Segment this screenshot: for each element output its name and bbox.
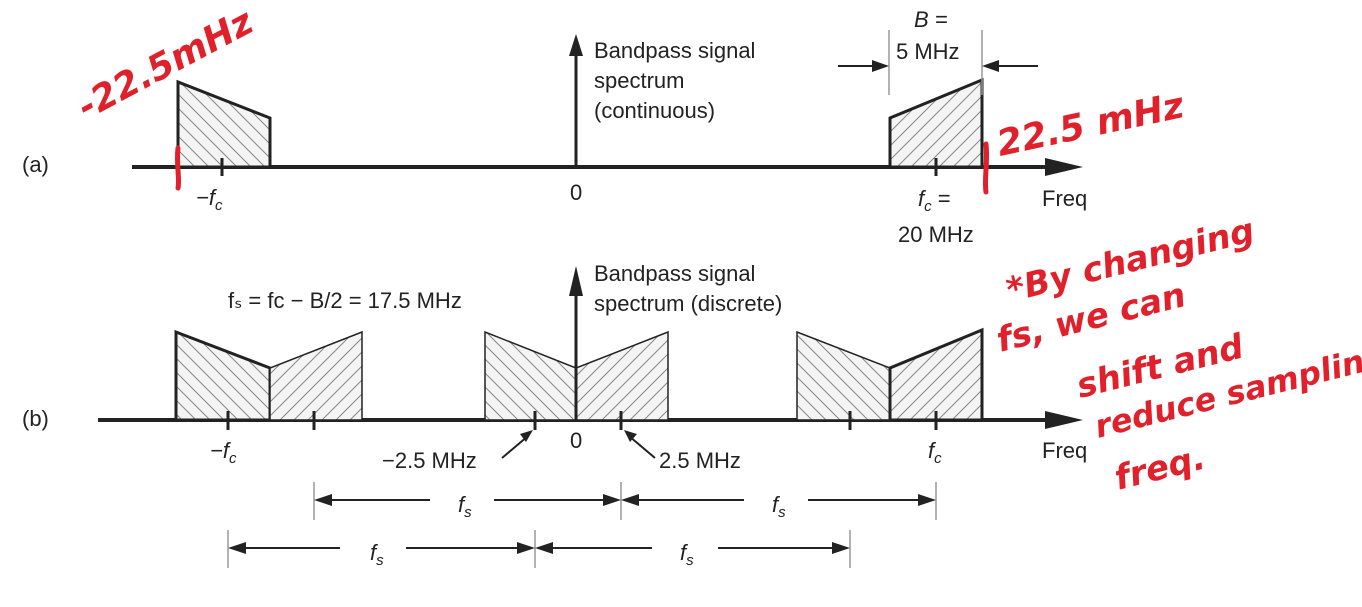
panel-a-neg-fc-label: −fc bbox=[196, 185, 223, 214]
panel-a-bandwidth-left-arrowhead bbox=[872, 60, 889, 72]
panel-a-right-red-mark bbox=[982, 141, 990, 195]
panel-b-plus-2-5-pointer bbox=[628, 435, 656, 459]
panel-b-formula: fₛ = fᴄ − B/2 = 17.5 MHz bbox=[228, 288, 462, 313]
panel-b-center-arrowhead bbox=[569, 266, 583, 296]
panel-b-band-3b bbox=[888, 327, 984, 422]
panel-a-fc-value: 20 MHz bbox=[898, 222, 974, 247]
panel-a-negative-band bbox=[176, 79, 272, 169]
handwritten-note-line5: freq. bbox=[1111, 438, 1210, 499]
panel-a-spectrum-line1: Bandpass signal bbox=[594, 38, 755, 63]
panel-b-neg-fc-label: −fc bbox=[210, 438, 237, 467]
fs-arrow-1-left-head bbox=[314, 494, 332, 506]
panel-a-positive-band bbox=[888, 77, 984, 169]
panel-a-fc-label: fc = bbox=[918, 186, 951, 215]
fs-arrow-2-right-head bbox=[918, 494, 936, 506]
panel-b-plus-2-5-pointer-head bbox=[624, 430, 637, 442]
panel-a-center-arrowhead bbox=[569, 34, 583, 56]
panel-a-annotation-right: 22.5 mHz bbox=[993, 85, 1188, 165]
fs-arrow-1-right-head bbox=[603, 494, 621, 506]
panel-a-freq-label: Freq bbox=[1042, 186, 1087, 211]
panel-b-minus-2-5-label: −2.5 MHz bbox=[382, 448, 477, 473]
fs-arrow-2-left-head bbox=[621, 494, 639, 506]
panel-a-axis-arrow bbox=[1045, 158, 1083, 176]
panel-a-spectrum-line3: (continuous) bbox=[594, 98, 715, 123]
fs-label-4: fs bbox=[680, 540, 694, 569]
fs-arrow-4-right-head bbox=[832, 542, 850, 554]
panel-b-axis-arrow bbox=[1045, 411, 1083, 429]
fs-label-1: fs bbox=[458, 492, 472, 521]
panel-b-freq-label: Freq bbox=[1042, 438, 1087, 463]
panel-b-band-1a bbox=[174, 329, 272, 422]
panel-a-left-red-mark bbox=[174, 145, 182, 191]
panel-b-band-1b bbox=[269, 330, 363, 421]
panel-b-spectrum-line2: spectrum (discrete) bbox=[594, 291, 782, 316]
panel-b-minus-2-5-pointer-head bbox=[520, 430, 533, 442]
panel-a-bandwidth-right-arrowhead bbox=[982, 60, 999, 72]
panel-a-spectrum-line2: spectrum bbox=[594, 68, 684, 93]
panel-b-plus-2-5-label: 2.5 MHz bbox=[659, 448, 741, 473]
fs-label-3: fs bbox=[370, 540, 384, 569]
panel-b-minus-2-5-pointer bbox=[501, 435, 529, 459]
panel-b-band-2a bbox=[484, 330, 577, 421]
panel-b-spectrum-line1: Bandpass signal bbox=[594, 261, 755, 286]
panel-b-label: (b) bbox=[22, 406, 49, 431]
panel-a-zero-label: 0 bbox=[570, 180, 582, 205]
panel-b-band-2b bbox=[575, 330, 669, 421]
panel-a-bandwidth-label: B = bbox=[914, 7, 948, 32]
panel-a-bandwidth-value: 5 MHz bbox=[896, 39, 960, 64]
fs-arrow-3-right-head bbox=[517, 542, 535, 554]
panel-a-label: (a) bbox=[22, 152, 49, 177]
fs-label-2: fs bbox=[772, 492, 786, 521]
fs-arrow-4-left-head bbox=[535, 542, 553, 554]
panel-b-zero-label: 0 bbox=[570, 428, 582, 453]
panel-b-fc-label: fc bbox=[928, 438, 942, 467]
fs-arrow-3-left-head bbox=[228, 542, 246, 554]
panel-b-band-3a bbox=[796, 330, 891, 421]
